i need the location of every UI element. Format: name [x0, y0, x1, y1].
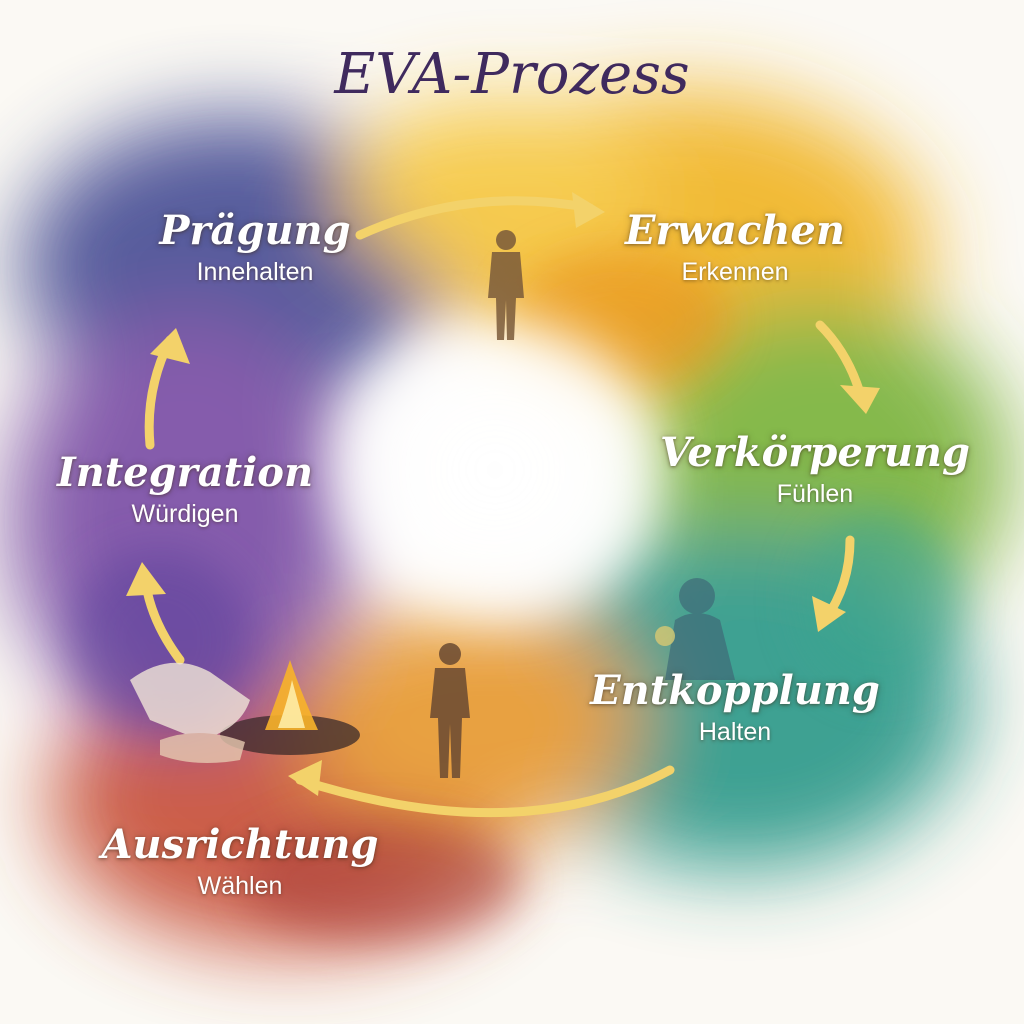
- stage-entkopplung: Entkopplung Halten: [575, 668, 895, 747]
- diagram-title: EVA-Prozess: [334, 42, 690, 107]
- stage-praegung: Prägung Innehalten: [95, 208, 415, 287]
- stage-name-label: Entkopplung: [590, 667, 880, 714]
- seated-figure: [655, 578, 735, 680]
- stage-name-label: Integration: [56, 449, 314, 496]
- stage-name-label: Erwachen: [625, 207, 845, 254]
- walking-figure-top: [488, 230, 524, 340]
- walking-figure-bottom: [430, 643, 470, 778]
- stage-verb-label: Würdigen: [131, 500, 239, 528]
- stage-verb-label: Erkennen: [681, 258, 789, 286]
- stage-verkoerperung: Verkörperung Fühlen: [655, 430, 975, 509]
- wash-ausrichtung-gold: [300, 600, 640, 840]
- arrow-heads: [126, 192, 880, 796]
- wash-erwachen-top: [340, 100, 660, 280]
- stage-verb-label: Innehalten: [196, 258, 314, 286]
- stage-name-label: Verkörperung: [660, 429, 970, 476]
- arrow-praegung-to-erwachen: [355, 196, 595, 240]
- stage-name-label: Ausrichtung: [101, 821, 379, 868]
- stage-erwachen: Erwachen Erkennen: [575, 208, 895, 287]
- stage-verb-label: Wählen: [197, 872, 283, 900]
- stage-name-label: Prägung: [159, 207, 351, 254]
- fire-bowl: [220, 660, 360, 755]
- arrow-entkopplung-to-ausrichtung: [295, 765, 675, 818]
- stage-ausrichtung: Ausrichtung Wählen: [80, 822, 400, 901]
- stage-verb-label: Fühlen: [776, 480, 854, 508]
- stage-verb-label: Halten: [698, 718, 772, 746]
- hands-with-paper: [130, 662, 250, 764]
- stage-integration: Integration Würdigen: [25, 450, 345, 529]
